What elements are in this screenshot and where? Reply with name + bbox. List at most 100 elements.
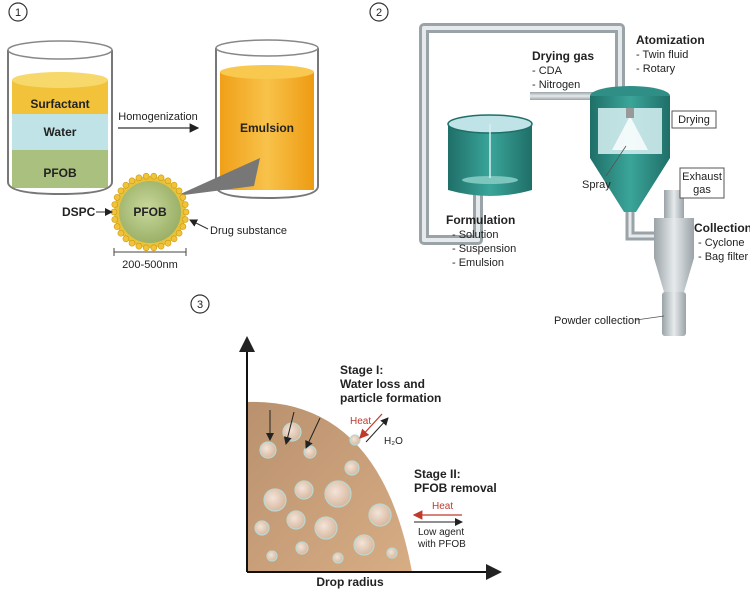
homogenization-label: Homogenization bbox=[118, 111, 198, 123]
pfob-layer bbox=[12, 148, 108, 188]
surfactant-bead bbox=[179, 194, 187, 201]
surfactant-bead bbox=[150, 244, 158, 252]
stage2-line: PFOB removal bbox=[414, 481, 497, 495]
panel-number-badge bbox=[190, 294, 210, 314]
surfactant-bead bbox=[175, 187, 183, 195]
surfactant-bead bbox=[142, 172, 150, 180]
surfactant-bead bbox=[175, 229, 183, 237]
powder-label: Powder collection bbox=[554, 315, 640, 327]
drying-gas-item: - CDA bbox=[532, 65, 563, 77]
powder-vessel bbox=[662, 292, 686, 336]
h2o-label: H₂O bbox=[384, 436, 403, 447]
dspc-label: DSPC bbox=[62, 205, 96, 219]
panel-2: 2 bbox=[369, 2, 750, 336]
surfactant-bead bbox=[142, 244, 150, 252]
particle-bubble bbox=[353, 534, 375, 556]
collection-item: - Cyclone bbox=[698, 237, 744, 249]
droplet-core-label: PFOB bbox=[133, 205, 167, 219]
heat1-label: Heat bbox=[350, 416, 371, 427]
drug-pointer bbox=[189, 219, 209, 230]
surfactant-bead bbox=[170, 181, 178, 189]
atomization-item: - Rotary bbox=[636, 63, 676, 75]
surfactant-bead bbox=[157, 174, 165, 182]
formulation-item: - Emulsion bbox=[452, 257, 504, 269]
exhaust-box bbox=[679, 167, 725, 199]
particle-bubbles bbox=[254, 422, 398, 564]
panel-number-badge bbox=[8, 2, 28, 22]
particle-bubble bbox=[254, 520, 270, 536]
beaker-layers: Surfactant Water PFOB bbox=[7, 40, 113, 196]
particle-bubble bbox=[332, 552, 344, 564]
x-axis-label: Drop radius bbox=[316, 575, 384, 589]
drying-gas-title: Drying gas bbox=[532, 49, 594, 63]
panel-1: 1 Surfactant Water PFOB Homogenization E… bbox=[7, 2, 319, 271]
particle-bubble bbox=[349, 434, 361, 446]
feed-pipe-highlight bbox=[422, 26, 622, 242]
surfactant-bead bbox=[181, 216, 189, 223]
atomization-item: - Twin fluid bbox=[636, 49, 688, 61]
beaker-outline bbox=[7, 50, 113, 196]
pfob-label: PFOB bbox=[43, 166, 77, 180]
panel-number-badge bbox=[369, 2, 389, 22]
particle-bubble bbox=[266, 550, 278, 562]
spray-pointer bbox=[605, 145, 627, 177]
particle-bubble bbox=[294, 480, 314, 500]
water-layer bbox=[12, 112, 108, 150]
exhaust-stack bbox=[664, 190, 684, 220]
heat2-label: Heat bbox=[432, 501, 453, 512]
surfactant-bead bbox=[128, 177, 136, 185]
particle-bubble bbox=[259, 441, 277, 459]
emulsion-droplet: PFOB bbox=[110, 172, 190, 252]
surfactant-bead bbox=[128, 239, 136, 247]
surfactant-bead bbox=[122, 235, 130, 243]
surfactant-surface bbox=[12, 72, 108, 88]
surfactant-bead bbox=[182, 208, 190, 216]
water-arrow bbox=[365, 417, 389, 443]
pfob-core bbox=[119, 181, 181, 243]
surfactant-bead bbox=[122, 181, 130, 189]
beaker-rim bbox=[215, 39, 319, 57]
surfactant-bead bbox=[157, 242, 165, 250]
particle-bubble bbox=[344, 460, 360, 476]
formulation-tank bbox=[447, 114, 533, 196]
drying-chamber bbox=[590, 86, 670, 212]
formulation-item: - Suspension bbox=[452, 243, 516, 255]
particle-bubble bbox=[314, 516, 338, 540]
emulsion-label: Emulsion bbox=[240, 121, 294, 135]
beaker-rim bbox=[7, 40, 113, 60]
stage1-line: Water loss and bbox=[340, 377, 425, 391]
tank-liquid bbox=[462, 176, 518, 184]
panel-number: 3 bbox=[197, 299, 203, 311]
particle-bubble bbox=[263, 488, 287, 512]
exhaust-label: Exhaust bbox=[682, 171, 722, 183]
atomization-title: Atomization bbox=[636, 33, 705, 47]
particle-bubble bbox=[295, 541, 309, 555]
spray-label: Spray bbox=[582, 179, 611, 191]
surfactant-bead bbox=[170, 235, 178, 243]
shrink-arrow bbox=[305, 417, 321, 449]
surfactant-bead bbox=[117, 229, 125, 237]
exhaust-label: gas bbox=[693, 184, 711, 196]
cyclone bbox=[654, 190, 694, 336]
formulation-item: - Solution bbox=[452, 229, 498, 241]
surfactant-bead bbox=[164, 239, 172, 247]
surfactant-bead bbox=[113, 223, 121, 230]
surfactant-bead bbox=[150, 172, 158, 180]
particle-bubble bbox=[368, 503, 392, 527]
surfactant-bead bbox=[164, 177, 172, 185]
stage1-title: Stage I: bbox=[340, 363, 383, 377]
surfactant-bead bbox=[117, 187, 125, 195]
stage1-line: particle formation bbox=[340, 391, 441, 405]
panel-number: 1 bbox=[15, 7, 21, 19]
panel-3: 3 Drop radius Stage I: Water loss and pa… bbox=[190, 294, 502, 589]
emulsion-surface bbox=[220, 65, 314, 79]
water-label: Water bbox=[44, 125, 77, 139]
cyclone-body bbox=[654, 218, 694, 258]
surfactant-bead bbox=[181, 201, 189, 208]
drying-gas-item: - Nitrogen bbox=[532, 79, 580, 91]
size-label: 200-500nm bbox=[122, 259, 178, 271]
formulation-title: Formulation bbox=[446, 213, 515, 227]
drying-box bbox=[671, 110, 717, 129]
collection-item: - Bag filter bbox=[698, 251, 748, 263]
